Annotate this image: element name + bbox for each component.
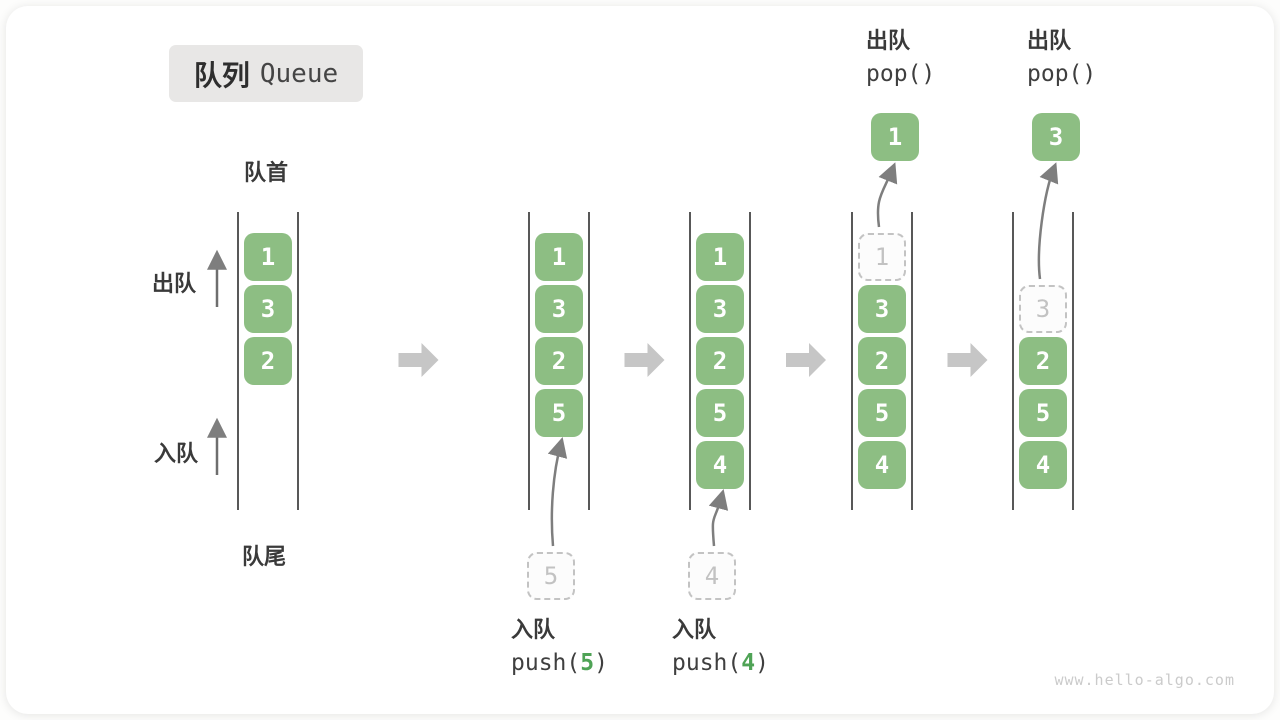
enqueue-label-code: push(5) bbox=[511, 650, 608, 676]
enqueue-label-cn: 入队 bbox=[672, 617, 717, 642]
queue-cell: 2 bbox=[858, 337, 906, 385]
queue-cell: 2 bbox=[696, 337, 744, 385]
queue-cell: 1 bbox=[535, 233, 583, 281]
queue-cell: 5 bbox=[696, 389, 744, 437]
queue-cell-dashed: 3 bbox=[1019, 285, 1067, 333]
title-en: Queue bbox=[259, 58, 339, 89]
label-dequeue-side: 出队 bbox=[152, 271, 197, 296]
queue-rail-right bbox=[1072, 212, 1074, 510]
queue-rail-right bbox=[297, 212, 299, 510]
queue-cell: 3 bbox=[244, 285, 292, 333]
incoming-value-box: 4 bbox=[688, 552, 736, 600]
queue-cell: 4 bbox=[858, 441, 906, 489]
title-cn: 队列 bbox=[193, 59, 250, 91]
queue-cell: 5 bbox=[1019, 389, 1067, 437]
enqueue-label-code: push(4) bbox=[672, 650, 769, 676]
dequeue-label-cn: 出队 bbox=[866, 28, 911, 53]
queue-cell: 4 bbox=[1019, 441, 1067, 489]
queue-rail-left bbox=[528, 212, 530, 510]
enqueue-label-cn: 入队 bbox=[511, 617, 556, 642]
queue-cell-dashed: 1 bbox=[858, 233, 906, 281]
queue-rail-left bbox=[689, 212, 691, 510]
queue-cell: 2 bbox=[535, 337, 583, 385]
popped-value-box: 1 bbox=[871, 113, 919, 161]
enqueue-label: 入队 push(4) bbox=[672, 619, 769, 675]
queue-rail-right bbox=[749, 212, 751, 510]
dequeue-label: 出队 pop() bbox=[1027, 30, 1096, 86]
popped-value-box: 3 bbox=[1032, 113, 1080, 161]
queue-cell: 3 bbox=[696, 285, 744, 333]
incoming-value-box: 5 bbox=[527, 552, 575, 600]
label-enqueue-side: 入队 bbox=[154, 441, 199, 466]
queue-cell: 2 bbox=[244, 337, 292, 385]
queue-cell: 1 bbox=[244, 233, 292, 281]
queue-rail-left bbox=[1012, 212, 1014, 510]
queue-rail-left bbox=[851, 212, 853, 510]
dequeue-label-code: pop() bbox=[866, 61, 936, 87]
queue-cell: 2 bbox=[1019, 337, 1067, 385]
queue-cell: 5 bbox=[535, 389, 583, 437]
queue-rail-left bbox=[237, 212, 239, 510]
queue-cell: 4 bbox=[696, 441, 744, 489]
queue-cell: 3 bbox=[535, 285, 583, 333]
title-badge: 队列 Queue bbox=[169, 45, 363, 102]
diagram-card bbox=[6, 6, 1274, 714]
enqueue-label: 入队 push(5) bbox=[511, 619, 608, 675]
dequeue-label-cn: 出队 bbox=[1027, 28, 1072, 53]
watermark: www.hello-algo.com bbox=[1054, 671, 1235, 689]
queue-cell: 1 bbox=[696, 233, 744, 281]
queue-cell: 3 bbox=[858, 285, 906, 333]
queue-cell: 5 bbox=[858, 389, 906, 437]
queue-rail-right bbox=[911, 212, 913, 510]
enqueue-arg: 5 bbox=[580, 650, 595, 676]
label-queue-rear: 队尾 bbox=[242, 544, 287, 569]
dequeue-label: 出队 pop() bbox=[866, 30, 935, 86]
queue-rail-right bbox=[588, 212, 590, 510]
label-queue-front: 队首 bbox=[244, 160, 289, 185]
enqueue-arg: 4 bbox=[741, 650, 756, 676]
dequeue-label-code: pop() bbox=[1027, 61, 1097, 87]
